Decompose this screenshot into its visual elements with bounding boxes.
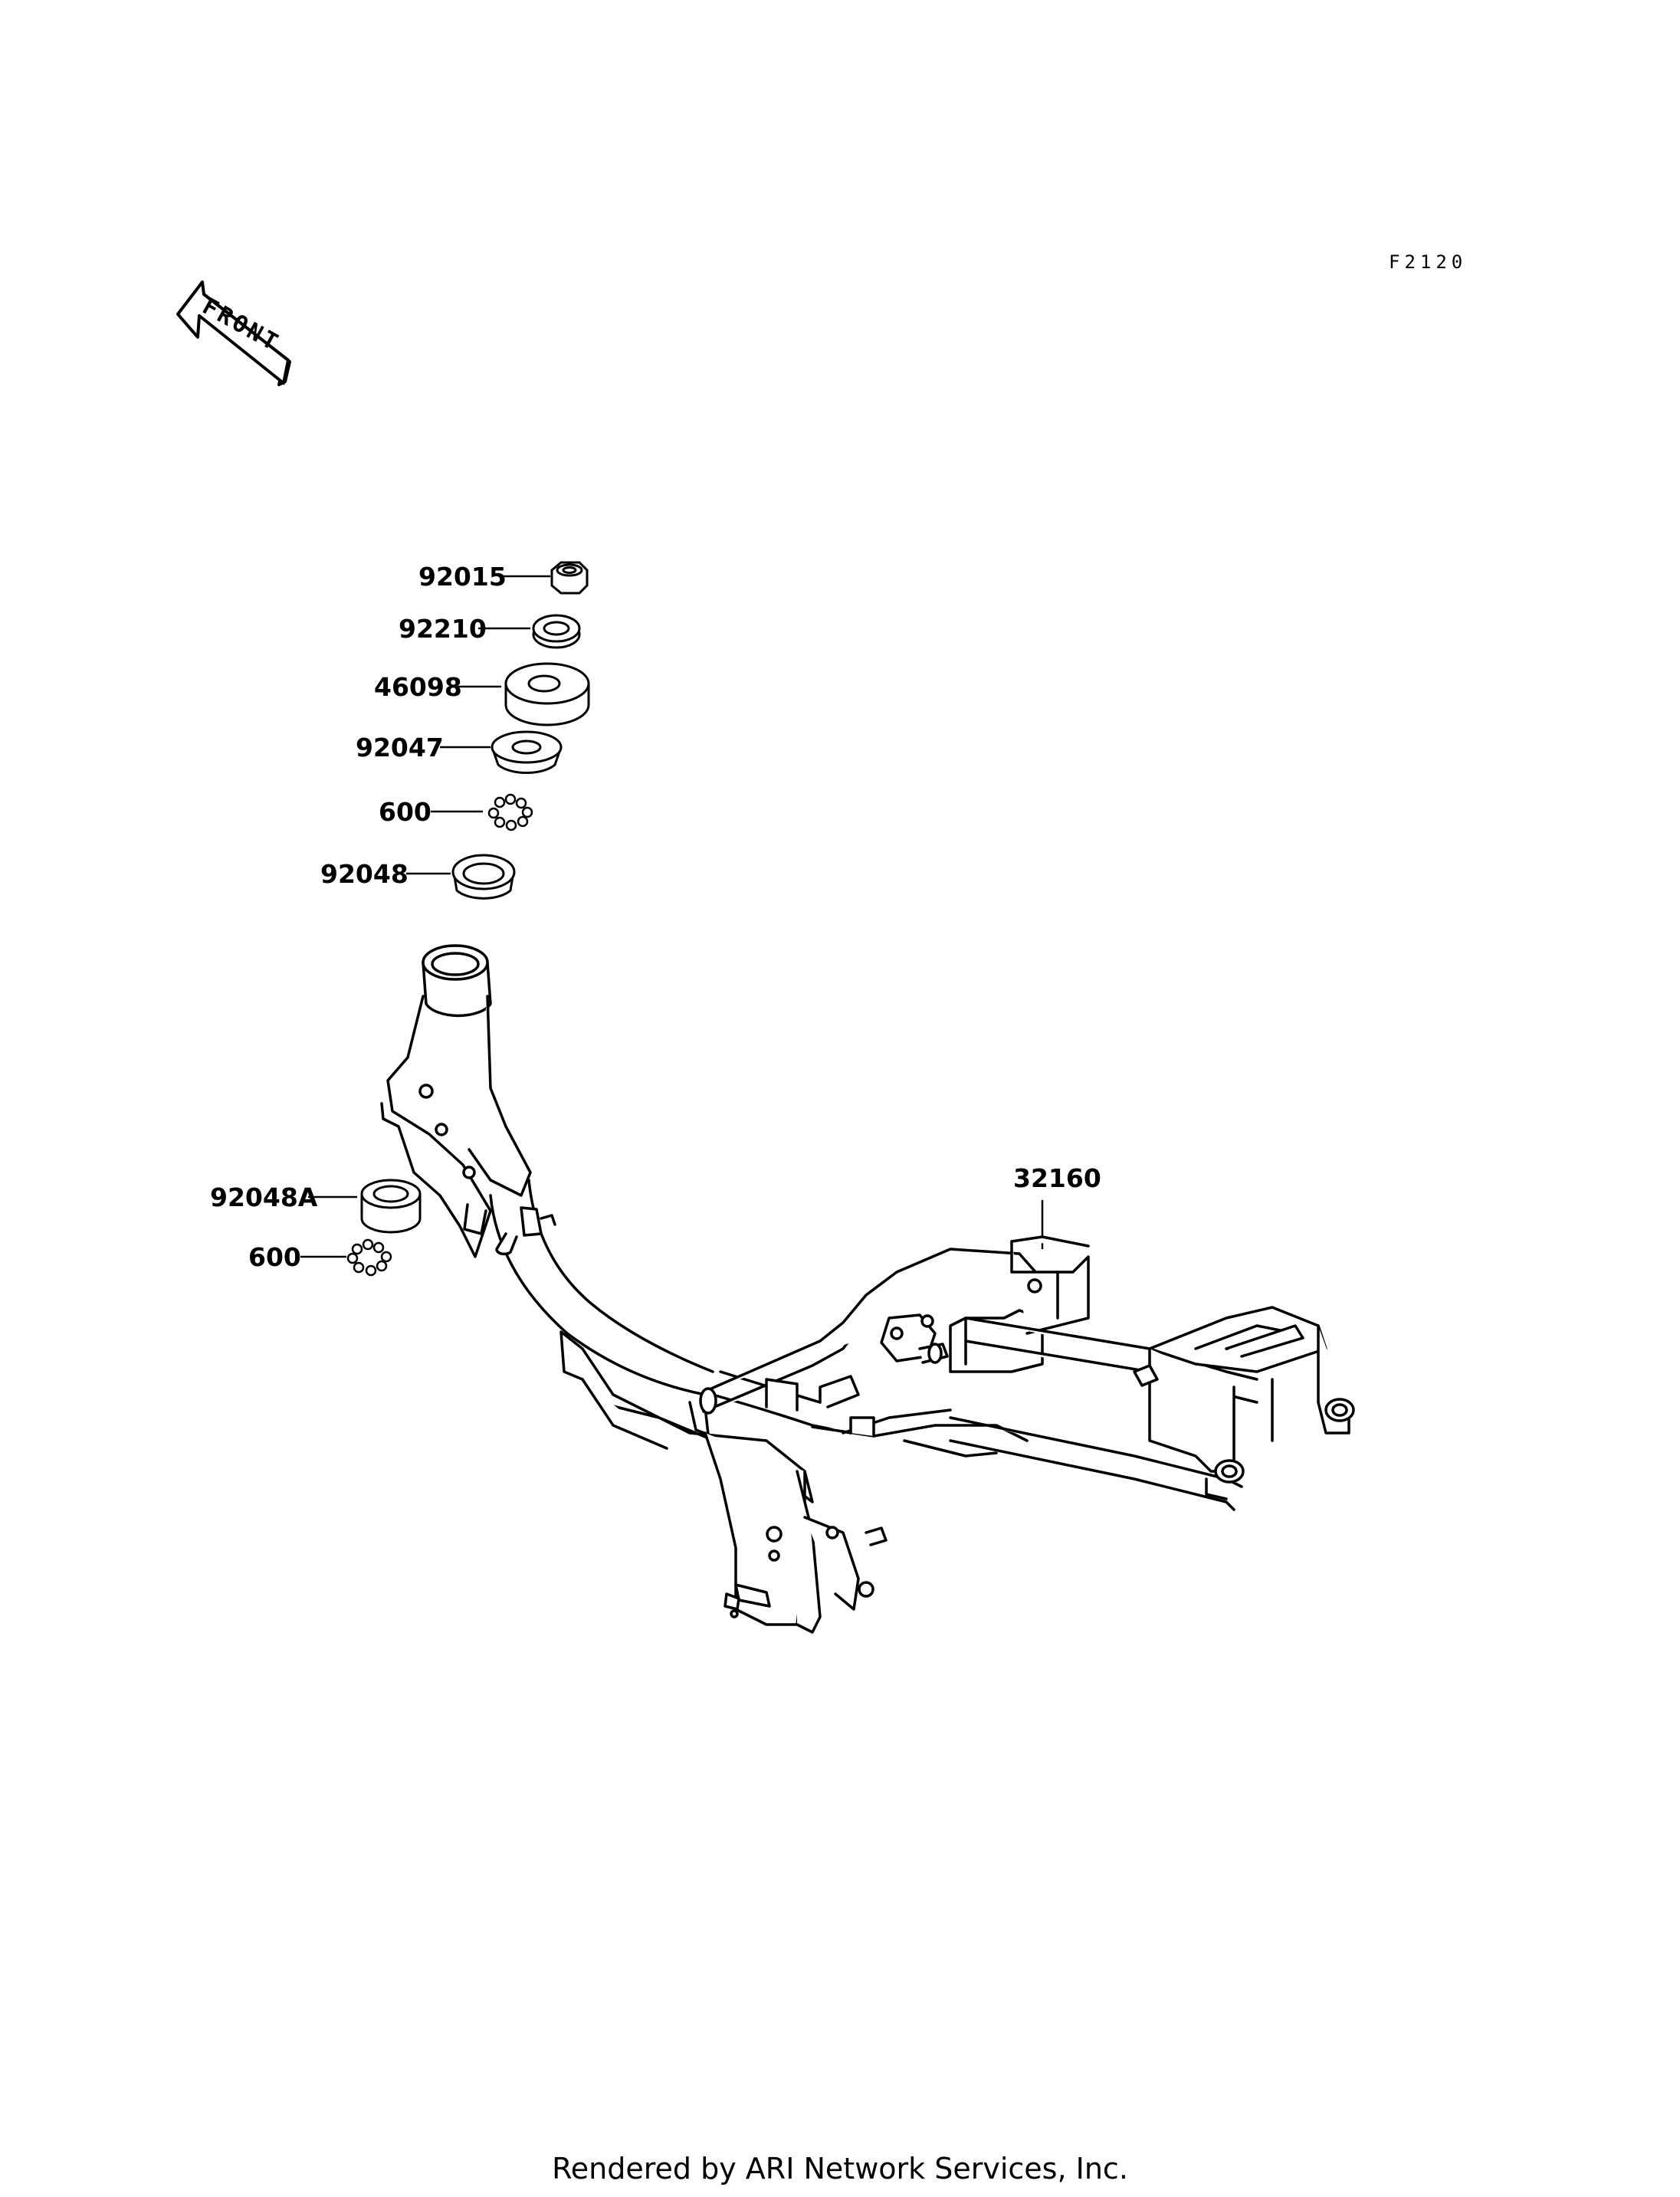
lower-bearing-cup-icon [360,1179,422,1234]
frame-icon [380,944,1355,1634]
part-label-92015[interactable]: 92015 [418,562,507,592]
part-label-92048a[interactable]: 92048A [210,1182,318,1212]
part-label-92047[interactable]: 92047 [356,733,444,762]
part-label-92048[interactable]: 92048 [320,859,409,889]
nut-icon [550,561,589,595]
figure-reference: F2120 [1389,251,1468,273]
part-label-600-bottom[interactable]: 600 [248,1242,301,1272]
part-label-92210[interactable]: 92210 [399,614,487,644]
lower-steel-balls-icon [346,1238,392,1277]
bearing-icon [504,662,590,726]
bearing-cup-icon [451,854,516,900]
footer-credit: Rendered by ARI Network Services, Inc. [552,2152,1128,2186]
steel-balls-icon [487,793,533,831]
part-label-46098[interactable]: 46098 [374,672,462,702]
lock-washer-icon [532,614,581,649]
part-label-32160[interactable]: 32160 [1013,1163,1101,1193]
race-icon [491,730,563,774]
part-label-600-top[interactable]: 600 [379,797,431,827]
front-arrow-icon: FRONT [176,280,291,386]
